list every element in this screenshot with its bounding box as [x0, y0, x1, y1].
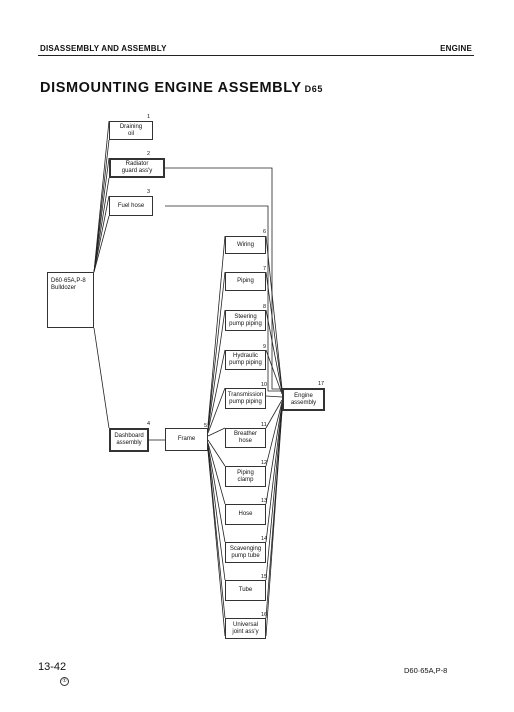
node-hose: Hose [225, 504, 266, 525]
edge-stack-engine [265, 235, 283, 637]
node-frame: Frame [165, 428, 208, 451]
node-engine-assembly: Engine assembly [282, 388, 325, 411]
edge-frame-stack [207, 235, 226, 637]
node-bulldozer: D60·65A,P-8 Bulldozer [47, 272, 94, 328]
node-breather-hose: Breather hose [225, 428, 266, 448]
node-hydraulic-pump-piping: Hydraulic pump piping [225, 350, 266, 370]
step-number-16: 16 [261, 612, 268, 618]
page-number: 13-42 [38, 661, 67, 673]
step-number-5: 5 [204, 423, 208, 429]
step-number-3: 3 [147, 189, 151, 195]
footer-model: D60·65A,P-8 [404, 666, 448, 675]
step-number-7: 7 [263, 266, 267, 272]
node-fuel-hose: Fuel hose [109, 196, 153, 216]
step-number-12: 12 [261, 460, 268, 466]
edge-n3-engine [165, 205, 282, 392]
step-number-8: 8 [263, 304, 267, 310]
step-number-15: 15 [261, 574, 268, 580]
section-header: DISASSEMBLY AND ASSEMBLY [40, 44, 167, 53]
step-number-1: 1 [147, 114, 151, 120]
header-rule [38, 55, 474, 56]
step-number-11: 11 [261, 422, 267, 428]
node-dashboard-assembly: Dashboard assembly [109, 428, 149, 452]
step-number-17: 17 [318, 381, 325, 387]
step-number-10: 10 [261, 382, 268, 388]
edge-root-n4 [93, 327, 110, 429]
node-steering-pump-piping: Steering pump piping [225, 310, 266, 331]
title-model: D65 [304, 84, 323, 94]
node-piping: Piping [225, 272, 266, 291]
edge-n2-engine [165, 167, 282, 390]
node-transmission-pump-piping: Transmission pump piping [225, 388, 266, 409]
step-number-14: 14 [261, 536, 268, 542]
edge-root-n2b [93, 177, 110, 273]
revision-mark: ① [60, 677, 69, 686]
edge-root-n3 [93, 195, 110, 273]
edge-root-n3b [93, 215, 110, 273]
chapter-header: ENGINE [440, 44, 472, 53]
step-number-4: 4 [147, 421, 151, 427]
step-number-13: 13 [261, 498, 268, 504]
title-main: DISMOUNTING ENGINE ASSEMBLY [40, 80, 302, 96]
node-universal-joint: Universal joint ass'y [225, 618, 266, 639]
node-scavenging-pump-tube: Scavenging pump tube [225, 542, 266, 563]
node-tube: Tube [225, 580, 266, 601]
step-number-6: 6 [263, 229, 267, 235]
node-draining-oil: Draining oil [109, 121, 153, 140]
step-number-9: 9 [263, 344, 267, 350]
node-wiring: Wiring [225, 236, 266, 254]
node-piping-clamp: Piping clamp [225, 466, 266, 487]
edge-root-n1b [93, 139, 110, 273]
step-number-2: 2 [147, 151, 151, 157]
node-radiator-guard: Radiator guard ass'y [109, 158, 165, 178]
